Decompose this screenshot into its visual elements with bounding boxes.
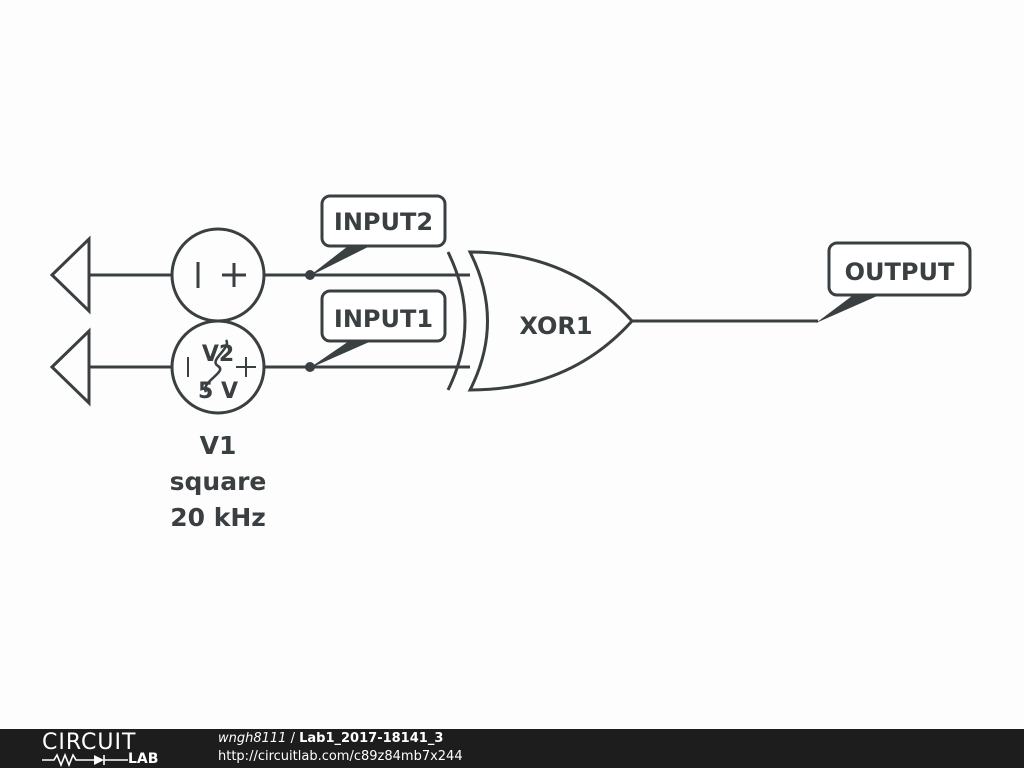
circuit-schematic: INPUT2 INPUT1 OUTPUT XOR1 V2 5 V V1 squa… (49, 194, 972, 532)
ground-arrow-top[interactable] (49, 235, 91, 315)
xor-gate-label: XOR1 (519, 312, 592, 340)
logo-circuit-text: CIRCUIT (42, 730, 137, 755)
footer-project-line: wngh8111 / Lab1_2017-18141_3 (218, 731, 443, 747)
footer-url[interactable]: http://circuitlab.com/c89z84mb7x244 (218, 749, 463, 764)
net-label-input1-text: INPUT1 (334, 305, 433, 333)
v1-waveform-label: square (170, 467, 267, 496)
net-label-input2-text: INPUT2 (334, 208, 433, 236)
footer-project-name[interactable]: Lab1_2017-18141_3 (299, 731, 444, 746)
logo-resistor-diode-icon (42, 753, 128, 767)
v2-dc-source[interactable] (170, 227, 266, 323)
net-label-input2[interactable]: INPUT2 (308, 194, 447, 277)
v2-value-label: 5 V (198, 379, 238, 404)
logo-lab-text: LAB (128, 751, 159, 767)
junction-dot-input1 (305, 362, 315, 372)
junction-dot-input2 (305, 270, 315, 280)
footer-username[interactable]: wngh8111 (218, 731, 287, 746)
xor-gate[interactable] (446, 250, 635, 392)
v1-name-label: V1 (200, 431, 237, 460)
footer-separator: / (286, 731, 300, 746)
net-label-output-text: OUTPUT (845, 258, 955, 286)
footer-bar: CIRCUIT LAB wngh8111 / Lab1_2017-18141_3… (0, 729, 1024, 768)
ground-arrow-bottom[interactable] (49, 327, 91, 407)
net-label-input1[interactable]: INPUT1 (308, 289, 447, 369)
v1-frequency-label: 20 kHz (170, 503, 266, 532)
v2-name-label: V2 (202, 342, 234, 367)
net-label-output[interactable]: OUTPUT (816, 241, 972, 323)
circuitlab-logo[interactable]: CIRCUIT LAB (42, 731, 182, 767)
